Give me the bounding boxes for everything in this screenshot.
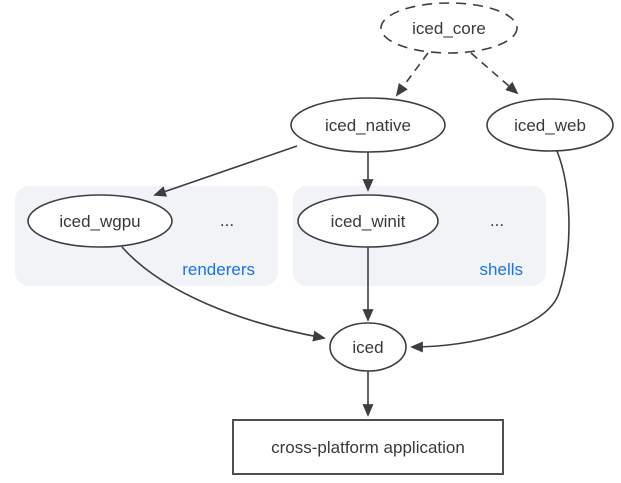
node-iced-native: iced_native (290, 97, 446, 153)
group-shells-label: shells (480, 260, 523, 279)
node-application-label: cross-platform application (271, 438, 465, 457)
node-iced-core-shape (380, 2, 518, 54)
node-iced-winit: iced_winit (297, 194, 439, 248)
node-iced-web-shape (486, 98, 614, 152)
node-iced-core: iced_core (380, 2, 518, 54)
node-iced-winit-label: iced_winit (331, 212, 406, 231)
node-iced-wgpu: iced_wgpu (27, 194, 173, 248)
node-iced-web: iced_web (486, 98, 614, 152)
node-iced-core-label: iced_core (412, 19, 486, 38)
group-shells-ellipsis: ... (490, 211, 504, 230)
edge-iced-core-to-iced-native (395, 52, 429, 97)
node-iced-web-label: iced_web (514, 116, 586, 135)
node-iced: iced (329, 322, 407, 372)
edge-iced-web-to-iced (410, 150, 570, 353)
node-iced-label: iced (352, 338, 383, 357)
node-iced-wgpu-label: iced_wgpu (59, 212, 140, 231)
node-iced-native-label: iced_native (325, 116, 411, 135)
edge-iced-native-to-iced-wgpu (153, 145, 298, 197)
node-iced-winit-shape (297, 194, 439, 248)
node-application-shape (232, 419, 504, 475)
node-iced-native-shape (290, 97, 446, 153)
group-renderers-label: renderers (182, 260, 255, 279)
group-renderers-ellipsis: ... (220, 211, 234, 230)
node-iced-wgpu-shape (27, 194, 173, 248)
node-iced-shape (329, 322, 407, 372)
edge-iced-core-to-iced-web (470, 52, 519, 95)
edge-iced-wgpu-to-iced (121, 246, 326, 342)
node-application: cross-platform application (232, 419, 504, 475)
